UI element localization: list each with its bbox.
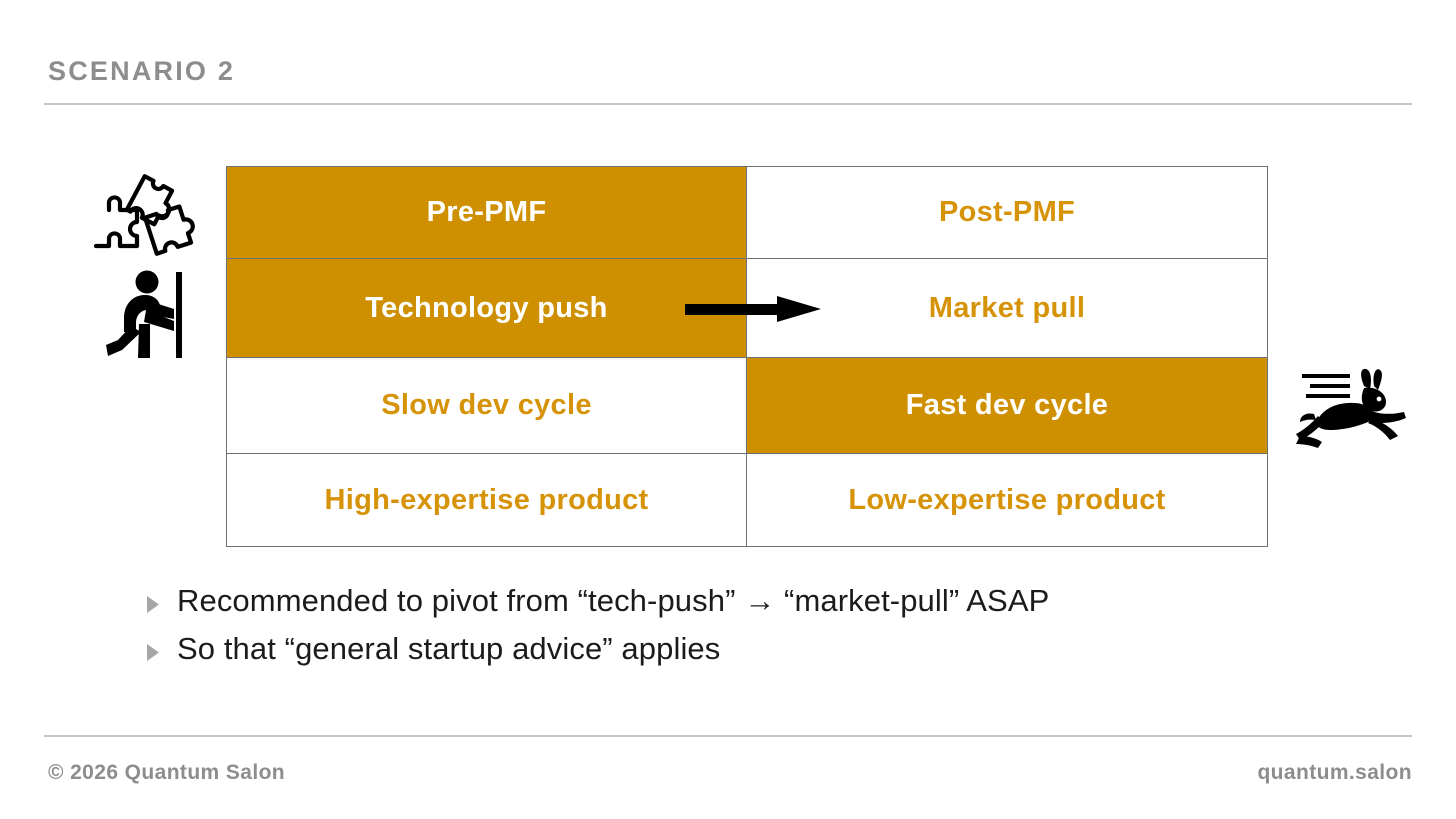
cell-post-pmf[interactable]: Post-PMF [747,167,1267,258]
list-item: Recommended to pivot from “tech-push” → … [147,583,1407,619]
footer-copyright: © 2026 Quantum Salon [48,761,286,784]
running-rabbit-icon [1286,366,1420,452]
cell-slow-dev-cycle[interactable]: Slow dev cycle [227,358,747,453]
table-row: Pre-PMF Post-PMF [227,167,1267,259]
triangle-bullet-icon [147,596,159,613]
bullet-text-1: Recommended to pivot from “tech-push” → … [177,583,1050,618]
header-divider [44,103,1412,105]
bullet-list: Recommended to pivot from “tech-push” → … [147,583,1407,679]
list-item: So that “general startup advice” applies [147,631,1407,667]
cell-pre-pmf[interactable]: Pre-PMF [227,167,747,258]
cell-technology-push[interactable]: Technology push [227,259,747,357]
page-title: SCENARIO 2 [48,56,236,86]
cell-low-expertise-product[interactable]: Low-expertise product [747,454,1267,546]
triangle-bullet-icon [147,644,159,661]
puzzle-pieces-icon [88,163,200,263]
footer-site-url[interactable]: quantum.salon [1257,761,1412,784]
positioning-matrix-table: Pre-PMF Post-PMF Technology push Market … [226,166,1268,547]
cell-high-expertise-product[interactable]: High-expertise product [227,454,747,546]
bullet-text-2: So that “general startup advice” applies [177,631,721,666]
table-row: High-expertise product Low-expertise pro… [227,454,1267,546]
person-pushing-wall-icon [100,266,196,364]
table-row: Slow dev cycle Fast dev cycle [227,358,1267,454]
footer-divider [44,735,1412,737]
table-row: Technology push Market pull [227,259,1267,358]
cell-market-pull[interactable]: Market pull [747,259,1267,357]
cell-fast-dev-cycle[interactable]: Fast dev cycle [747,358,1267,453]
